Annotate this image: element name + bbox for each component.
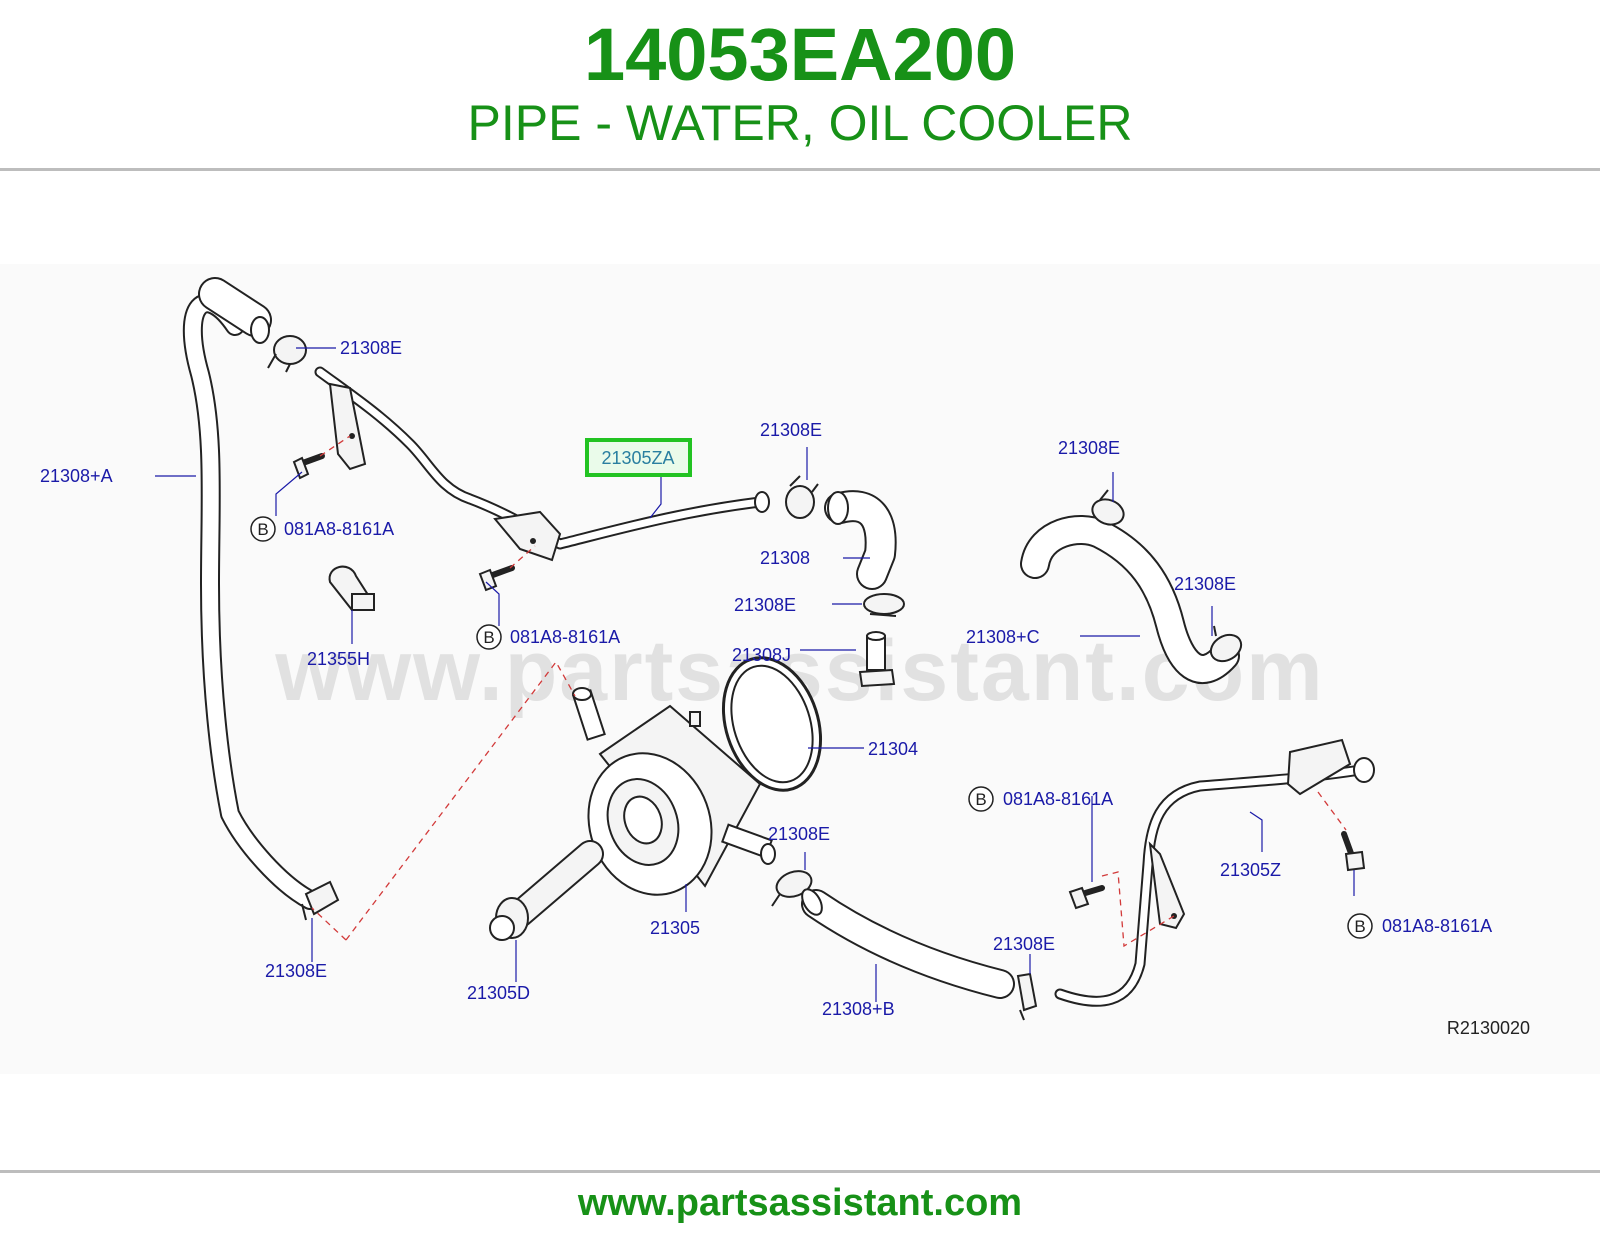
label-bolt-left: 081A8-8161A <box>284 519 394 539</box>
bolt-left[interactable] <box>292 453 325 480</box>
label-clamp-right-top[interactable]: 21308E <box>1058 438 1120 458</box>
oring-21304[interactable] <box>707 645 837 803</box>
bolt-21305d[interactable] <box>489 840 604 941</box>
hose-21308-a[interactable] <box>182 277 320 910</box>
header-divider <box>0 168 1600 171</box>
hose-21308-b[interactable] <box>798 886 1015 999</box>
label-clamp-top[interactable]: 21308E <box>340 338 402 358</box>
bolt-callout-letter: B <box>1354 917 1365 936</box>
clamp-bottom-right[interactable] <box>1016 972 1038 1021</box>
label-clamp-bottom-left[interactable]: 21308E <box>265 961 327 981</box>
oil-cooler-21305[interactable] <box>569 687 776 912</box>
label-hose-elbow[interactable]: 21308 <box>760 548 810 568</box>
connector-21308j[interactable] <box>858 631 896 688</box>
part-number: 14053EA200 <box>583 13 1017 96</box>
bolt-mid[interactable] <box>478 565 515 592</box>
callout-bolt-right-b[interactable]: B 081A8-8161A <box>1347 913 1492 939</box>
clamp-mid[interactable] <box>863 593 905 617</box>
diagram-ref-code: R2130020 <box>1447 1018 1530 1038</box>
part-name: PIPE - WATER, OIL COOLER <box>467 95 1133 151</box>
diagram-background <box>0 264 1600 1074</box>
label-hose-b[interactable]: 21308+B <box>822 999 895 1019</box>
bolt-right-a[interactable] <box>1068 885 1105 910</box>
label-connector-j[interactable]: 21308J <box>732 645 791 665</box>
label-clamp-right-mid[interactable]: 21308E <box>1174 574 1236 594</box>
label-hose-a[interactable]: 21308+A <box>40 466 113 486</box>
pipe-bracket-upper <box>328 382 367 471</box>
label-clamp-upper-mid[interactable]: 21308E <box>760 420 822 440</box>
callout-bolt-left[interactable]: B 081A8-8161A <box>250 516 394 542</box>
label-bolt-d[interactable]: 21305D <box>467 983 530 1003</box>
diagram-canvas: www.partsassistant.com <box>0 264 1600 1074</box>
hose-elbow-21308[interactable] <box>824 490 897 590</box>
label-oil-cooler[interactable]: 21305 <box>650 918 700 938</box>
label-pipe-z[interactable]: 21305Z <box>1220 860 1281 880</box>
footer-url[interactable]: www.partsassistant.com <box>577 1182 1023 1224</box>
hose-21308-c[interactable] <box>1020 515 1240 684</box>
parts-diagram: www.partsassistant.com <box>0 264 1600 1074</box>
label-oring[interactable]: 21304 <box>868 739 918 759</box>
callout-bolt-mid[interactable]: B 081A8-8161A <box>476 624 620 650</box>
bolt-callout-letter: B <box>975 790 986 809</box>
label-clip-h[interactable]: 21355H <box>307 649 370 669</box>
pipe-21305za[interactable] <box>314 366 770 562</box>
label-clamp-mid[interactable]: 21308E <box>734 595 796 615</box>
label-clamp-bottom-right[interactable]: 21308E <box>993 934 1055 954</box>
label-pipe-highlight: 21305ZA <box>601 448 674 468</box>
clamp-top[interactable] <box>267 335 307 373</box>
clamp-right-top[interactable] <box>1089 489 1127 529</box>
label-hose-c[interactable]: 21308+C <box>966 627 1040 647</box>
label-bolt-right-b: 081A8-8161A <box>1382 916 1492 936</box>
pipe-21305z[interactable] <box>1054 738 1375 1007</box>
header: 14053EA200 PIPE - WATER, OIL COOLER <box>0 0 1600 170</box>
pipe-bracket-right <box>1286 738 1352 796</box>
pipe-bracket-foot <box>1148 841 1186 930</box>
label-clamp-lower-mid[interactable]: 21308E <box>768 824 830 844</box>
callout-bolt-right-a[interactable]: B 081A8-8161A <box>968 786 1113 812</box>
clamp-upper-mid[interactable] <box>785 475 819 519</box>
label-bolt-mid: 081A8-8161A <box>510 627 620 647</box>
bolt-callout-letter: B <box>483 628 494 647</box>
clamp-bottom-left[interactable] <box>301 880 340 921</box>
label-bolt-right-a: 081A8-8161A <box>1003 789 1113 809</box>
callout-pipe-highlight[interactable]: 21305ZA <box>585 438 692 477</box>
bolt-callout-letter: B <box>257 520 268 539</box>
footer-divider <box>0 1170 1600 1173</box>
clamp-right-mid[interactable] <box>1206 625 1246 666</box>
clip-21355h[interactable] <box>328 565 375 612</box>
pipe-bracket-lower <box>493 510 562 562</box>
clamp-lower-mid[interactable] <box>771 867 815 907</box>
bolt-right-b[interactable] <box>1341 831 1366 872</box>
